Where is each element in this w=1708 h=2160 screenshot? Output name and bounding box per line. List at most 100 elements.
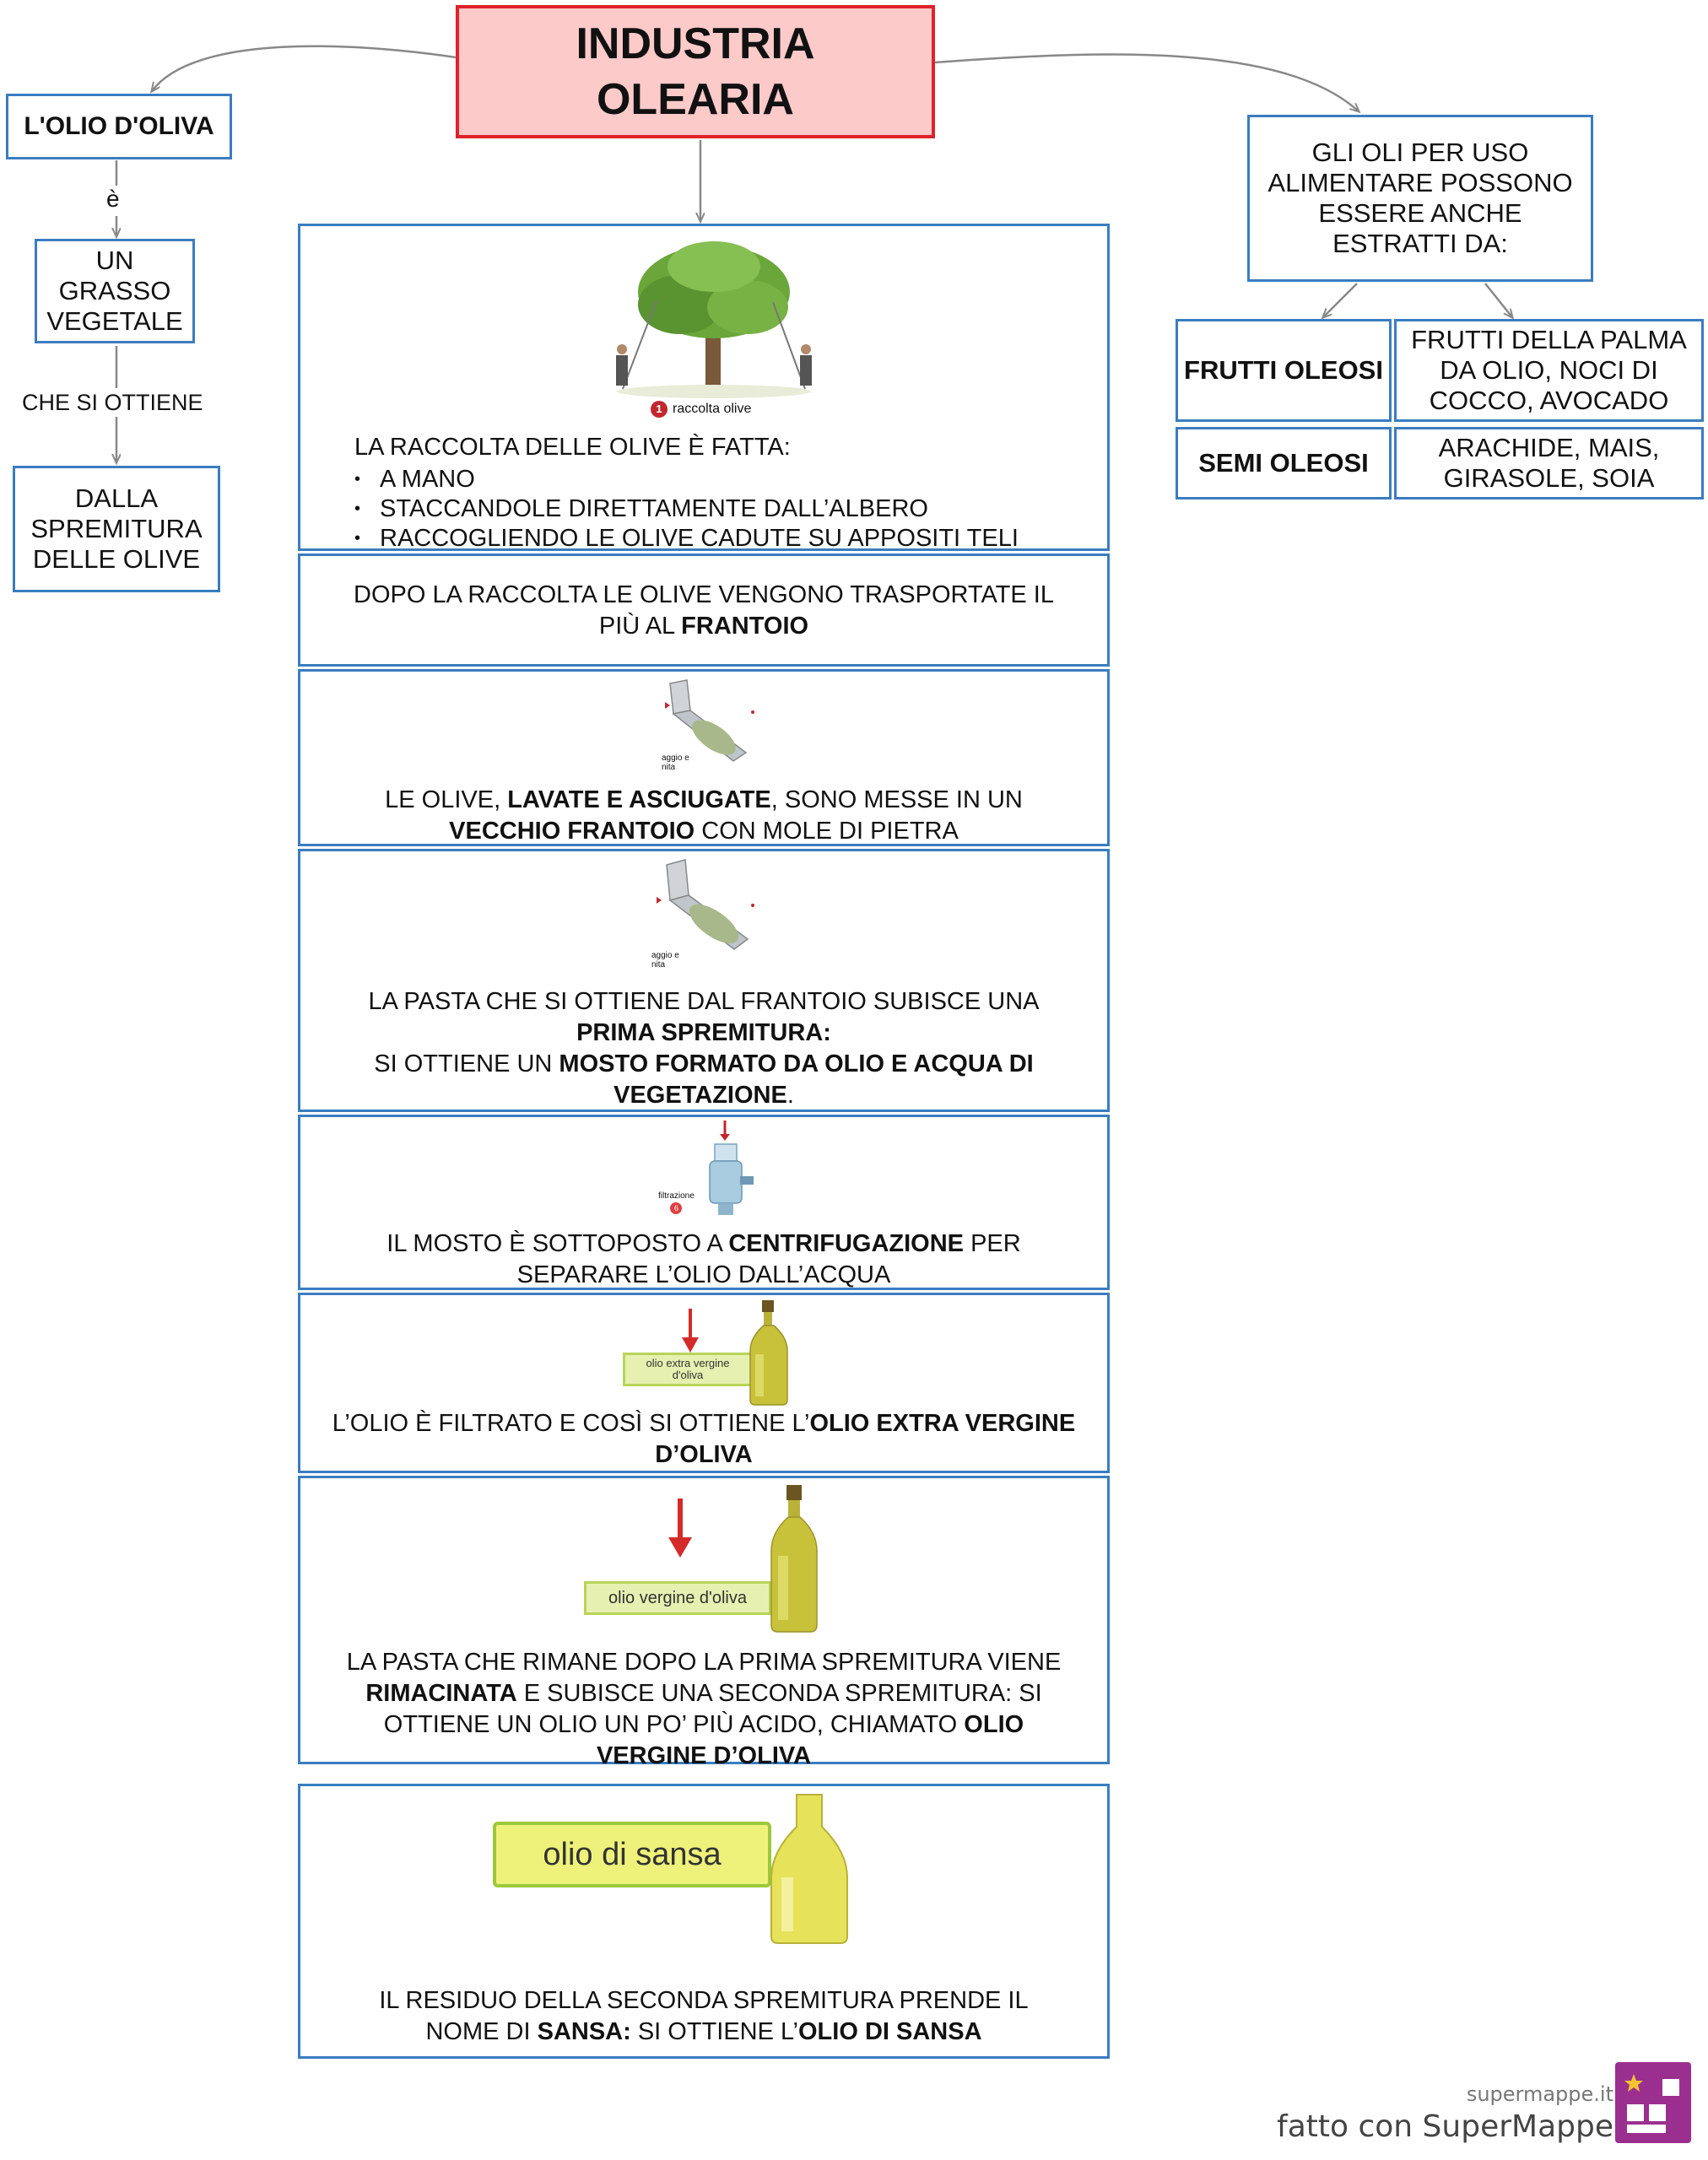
filtrazione-caption: filtrazione 6 bbox=[658, 1191, 695, 1214]
title-box: INDUSTRIA OLEARIA bbox=[456, 5, 935, 138]
prima-spremitura-text: LA PASTA CHE SI OTTIENE DAL FRANTOIO SUB… bbox=[300, 986, 1107, 1111]
frutti-desc-line2: DA OLIO, NOCI DI bbox=[1440, 355, 1658, 385]
right-header-line2: ALIMENTARE POSSONO bbox=[1267, 168, 1573, 197]
red-arrow-icon-2 bbox=[668, 1498, 692, 1558]
centrifuge-illustration bbox=[709, 1120, 754, 1215]
filtrazione-number: 6 bbox=[670, 1202, 683, 1214]
sansa-text: IL RESIDUO DELLA SECONDA SPREMITURA PREN… bbox=[300, 1985, 1107, 2048]
small-caption-1: aggio e nita bbox=[662, 753, 689, 772]
frutti-desc-line1: FRUTTI DELLA PALMA bbox=[1411, 325, 1687, 354]
oil-bottle-icon-3 bbox=[770, 1794, 848, 1944]
connector-title-right bbox=[934, 53, 1359, 111]
vecchio-frantoio-keyword: VECCHIO FRANTOIO bbox=[449, 818, 695, 845]
extra-vergine-keyword: OLIO EXTRA VERGINE bbox=[809, 1410, 1076, 1437]
semi-desc-line1: ARACHIDE, MAIS, bbox=[1438, 433, 1660, 462]
sansa-keyword: SANSA: bbox=[537, 2018, 631, 2045]
list-item: STACCANDOLE DIRETTAMENTE DALL’ALBERO bbox=[354, 494, 1019, 524]
pasta-line1: LA PASTA CHE SI OTTIENE DAL FRANTOIO SUB… bbox=[368, 988, 1040, 1015]
centrifugazione-keyword: CENTRIFUGAZIONE bbox=[728, 1230, 965, 1257]
filtrato-text: L’OLIO È FILTRATO E COSÌ SI OTTIENE L’ bbox=[332, 1410, 810, 1437]
extra-vergine-label: olio extra vergine d'oliva bbox=[623, 1353, 753, 1386]
semi-oleosi-label: SEMI OLEOSI bbox=[1198, 448, 1369, 478]
panel-centrifugazione: filtrazione 6 IL MOSTO È SOTTOPOSTO A CE… bbox=[298, 1115, 1110, 1290]
pasta-line4-dot: . bbox=[786, 1082, 794, 1109]
grasso-line3: VEGETALE bbox=[46, 306, 183, 336]
filtrazione-caption-text: filtrazione bbox=[658, 1191, 695, 1201]
semi-desc-line2: GIRASOLE, SOIA bbox=[1443, 463, 1655, 493]
olio-keyword: OLIO bbox=[964, 1711, 1024, 1738]
grasso-line2: GRASSO bbox=[58, 276, 171, 305]
extra-vergine-label-text: olio extra vergine d'oliva bbox=[646, 1357, 730, 1381]
list-item: A MANO bbox=[354, 465, 1019, 494]
pasta-line4: VEGETAZIONE. bbox=[300, 1080, 1107, 1111]
rimacinata-line3-text: OTTIENE UN OLIO UN PO’ PIÙ ACIDO, CHIAMA… bbox=[383, 1711, 965, 1738]
prima-spremitura-keyword: PRIMA SPREMITURA: bbox=[576, 1019, 831, 1046]
frutti-desc-line3: COCCO, AVOCADO bbox=[1429, 386, 1669, 415]
right-header-line4: ESTRATTI DA: bbox=[1332, 229, 1508, 258]
oil-bottle-icon-2 bbox=[770, 1485, 818, 1633]
vergine-text: LA PASTA CHE RIMANE DOPO LA PRIMA SPREMI… bbox=[300, 1647, 1107, 1772]
spremitura-line2: SPREMITURA bbox=[30, 514, 203, 543]
supermappe-logo-icon bbox=[1615, 2062, 1691, 2143]
panel-vergine: olio vergine d'oliva LA PASTA CHE RIMANE… bbox=[298, 1476, 1110, 1769]
lavate-text: LE OLIVE, LAVATE E ASCIUGATE, SONO MESSE… bbox=[300, 785, 1107, 847]
olio-box: L'OLIO D'OLIVA bbox=[6, 94, 232, 159]
panel-trasporto: DOPO LA RACCOLTA LE OLIVE VENGONO TRASPO… bbox=[298, 554, 1110, 667]
mosto-line1-end: PER bbox=[964, 1230, 1021, 1257]
washing-machine-illustration bbox=[665, 679, 754, 762]
pasta-line2: PRIMA SPREMITURA: bbox=[300, 1018, 1107, 1049]
sansa-line2: NOME DI SANSA: SI OTTIENE L’OLIO DI SANS… bbox=[300, 2017, 1107, 2048]
lavate-keyword: LAVATE E ASCIUGATE bbox=[507, 786, 771, 813]
rimacinata-line4: VERGINE D’OLIVA bbox=[300, 1741, 1107, 1772]
trasporto-line2: PIÙ AL FRANTOIO bbox=[300, 611, 1107, 642]
raccolta-intro: LA RACCOLTA DELLE OLIVE È FATTA: bbox=[354, 434, 791, 461]
brand-made-with[interactable]: fatto con SuperMappe bbox=[1277, 2109, 1613, 2144]
semi-desc-box: ARACHIDE, MAIS, GIRASOLE, SOIA bbox=[1394, 427, 1704, 500]
lavate-text-a: LE OLIVE, bbox=[385, 786, 508, 813]
sansa-line2-text: NOME DI bbox=[425, 2018, 538, 2045]
title-line1: INDUSTRIA bbox=[576, 19, 815, 68]
trasporto-line1: DOPO LA RACCOLTA LE OLIVE VENGONO TRASPO… bbox=[354, 581, 1054, 608]
link-ottiene: CHE SI OTTIENE bbox=[22, 390, 203, 415]
raccolta-caption-number: 1 bbox=[651, 401, 668, 418]
brand-site[interactable]: supermappe.it bbox=[1466, 2082, 1613, 2106]
connector-right-desc bbox=[1484, 283, 1512, 317]
rimacinata-line1: LA PASTA CHE RIMANE DOPO LA PRIMA SPREMI… bbox=[346, 1649, 1062, 1676]
title-line2: OLEARIA bbox=[596, 75, 794, 124]
trasporto-text: DOPO LA RACCOLTA LE OLIVE VENGONO TRASPO… bbox=[300, 580, 1107, 642]
mosto-line1-text: IL MOSTO È SOTTOPOSTO A bbox=[386, 1230, 729, 1257]
rimacinata-line2-text: E SUBISCE UNA SECONDA SPREMITURA: SI bbox=[516, 1680, 1042, 1707]
panel-extra-vergine: olio extra vergine d'oliva L’OLIO È FILT… bbox=[298, 1293, 1110, 1473]
filtrato-line2: D’OLIVA bbox=[300, 1439, 1107, 1471]
raccolta-caption-text: raccolta olive bbox=[673, 402, 752, 416]
sansa-label: olio di sansa bbox=[493, 1822, 771, 1887]
vegetazione-keyword: VEGETAZIONE bbox=[613, 1082, 787, 1109]
olio-box-label: L'OLIO D'OLIVA bbox=[24, 112, 214, 140]
right-header-line1: GLI OLI PER USO bbox=[1311, 138, 1529, 167]
panel-raccolta: 1 raccolta olive LA RACCOLTA DELLE OLIVE… bbox=[298, 224, 1110, 554]
raccolta-caption: 1 raccolta olive bbox=[651, 401, 751, 418]
vergine-doliva-keyword: VERGINE D’OLIVA bbox=[596, 1742, 812, 1769]
frutti-desc-box: FRUTTI DELLA PALMA DA OLIO, NOCI DI COCC… bbox=[1394, 319, 1704, 422]
spremitura-line3: DELLE OLIVE bbox=[32, 544, 201, 574]
right-header-line3: ESSERE ANCHE bbox=[1318, 198, 1522, 228]
semi-oleosi-box: SEMI OLEOSI bbox=[1176, 427, 1392, 500]
mosto-line2: SEPARARE L’OLIO DALL’ACQUA bbox=[516, 1261, 891, 1288]
connector-right-frutti bbox=[1323, 283, 1358, 317]
lavate-line1: LE OLIVE, LAVATE E ASCIUGATE, SONO MESSE… bbox=[300, 785, 1107, 816]
centrifugazione-text: IL MOSTO È SOTTOPOSTO A CENTRIFUGAZIONE … bbox=[300, 1228, 1107, 1291]
spremitura-line1: DALLA bbox=[74, 483, 159, 513]
rimacinata-line3: OTTIENE UN OLIO UN PO’ PIÙ ACIDO, CHIAMA… bbox=[300, 1709, 1107, 1741]
rimacinata-line2: RIMACINATA E SUBISCE UNA SECONDA SPREMIT… bbox=[300, 1678, 1107, 1709]
sansa-label-text: olio di sansa bbox=[543, 1836, 722, 1872]
frutti-oleosi-label: FRUTTI OLEOSI bbox=[1184, 355, 1383, 385]
connector-title-olio bbox=[152, 45, 457, 91]
mosto-keyword: MOSTO FORMATO DA OLIO E ACQUA DI bbox=[559, 1050, 1034, 1077]
trasporto-line2-text: PIÙ AL bbox=[598, 613, 682, 640]
press-illustration bbox=[657, 859, 754, 950]
frantoio-keyword: FRANTOIO bbox=[681, 613, 809, 640]
pasta-line3: SI OTTIENE UN MOSTO FORMATO DA OLIO E AC… bbox=[300, 1049, 1107, 1080]
sansa-line2-mid: SI OTTIENE L’ bbox=[630, 2018, 798, 2045]
sansa-line1: IL RESIDUO DELLA SECONDA SPREMITURA PREN… bbox=[379, 1987, 1029, 2014]
